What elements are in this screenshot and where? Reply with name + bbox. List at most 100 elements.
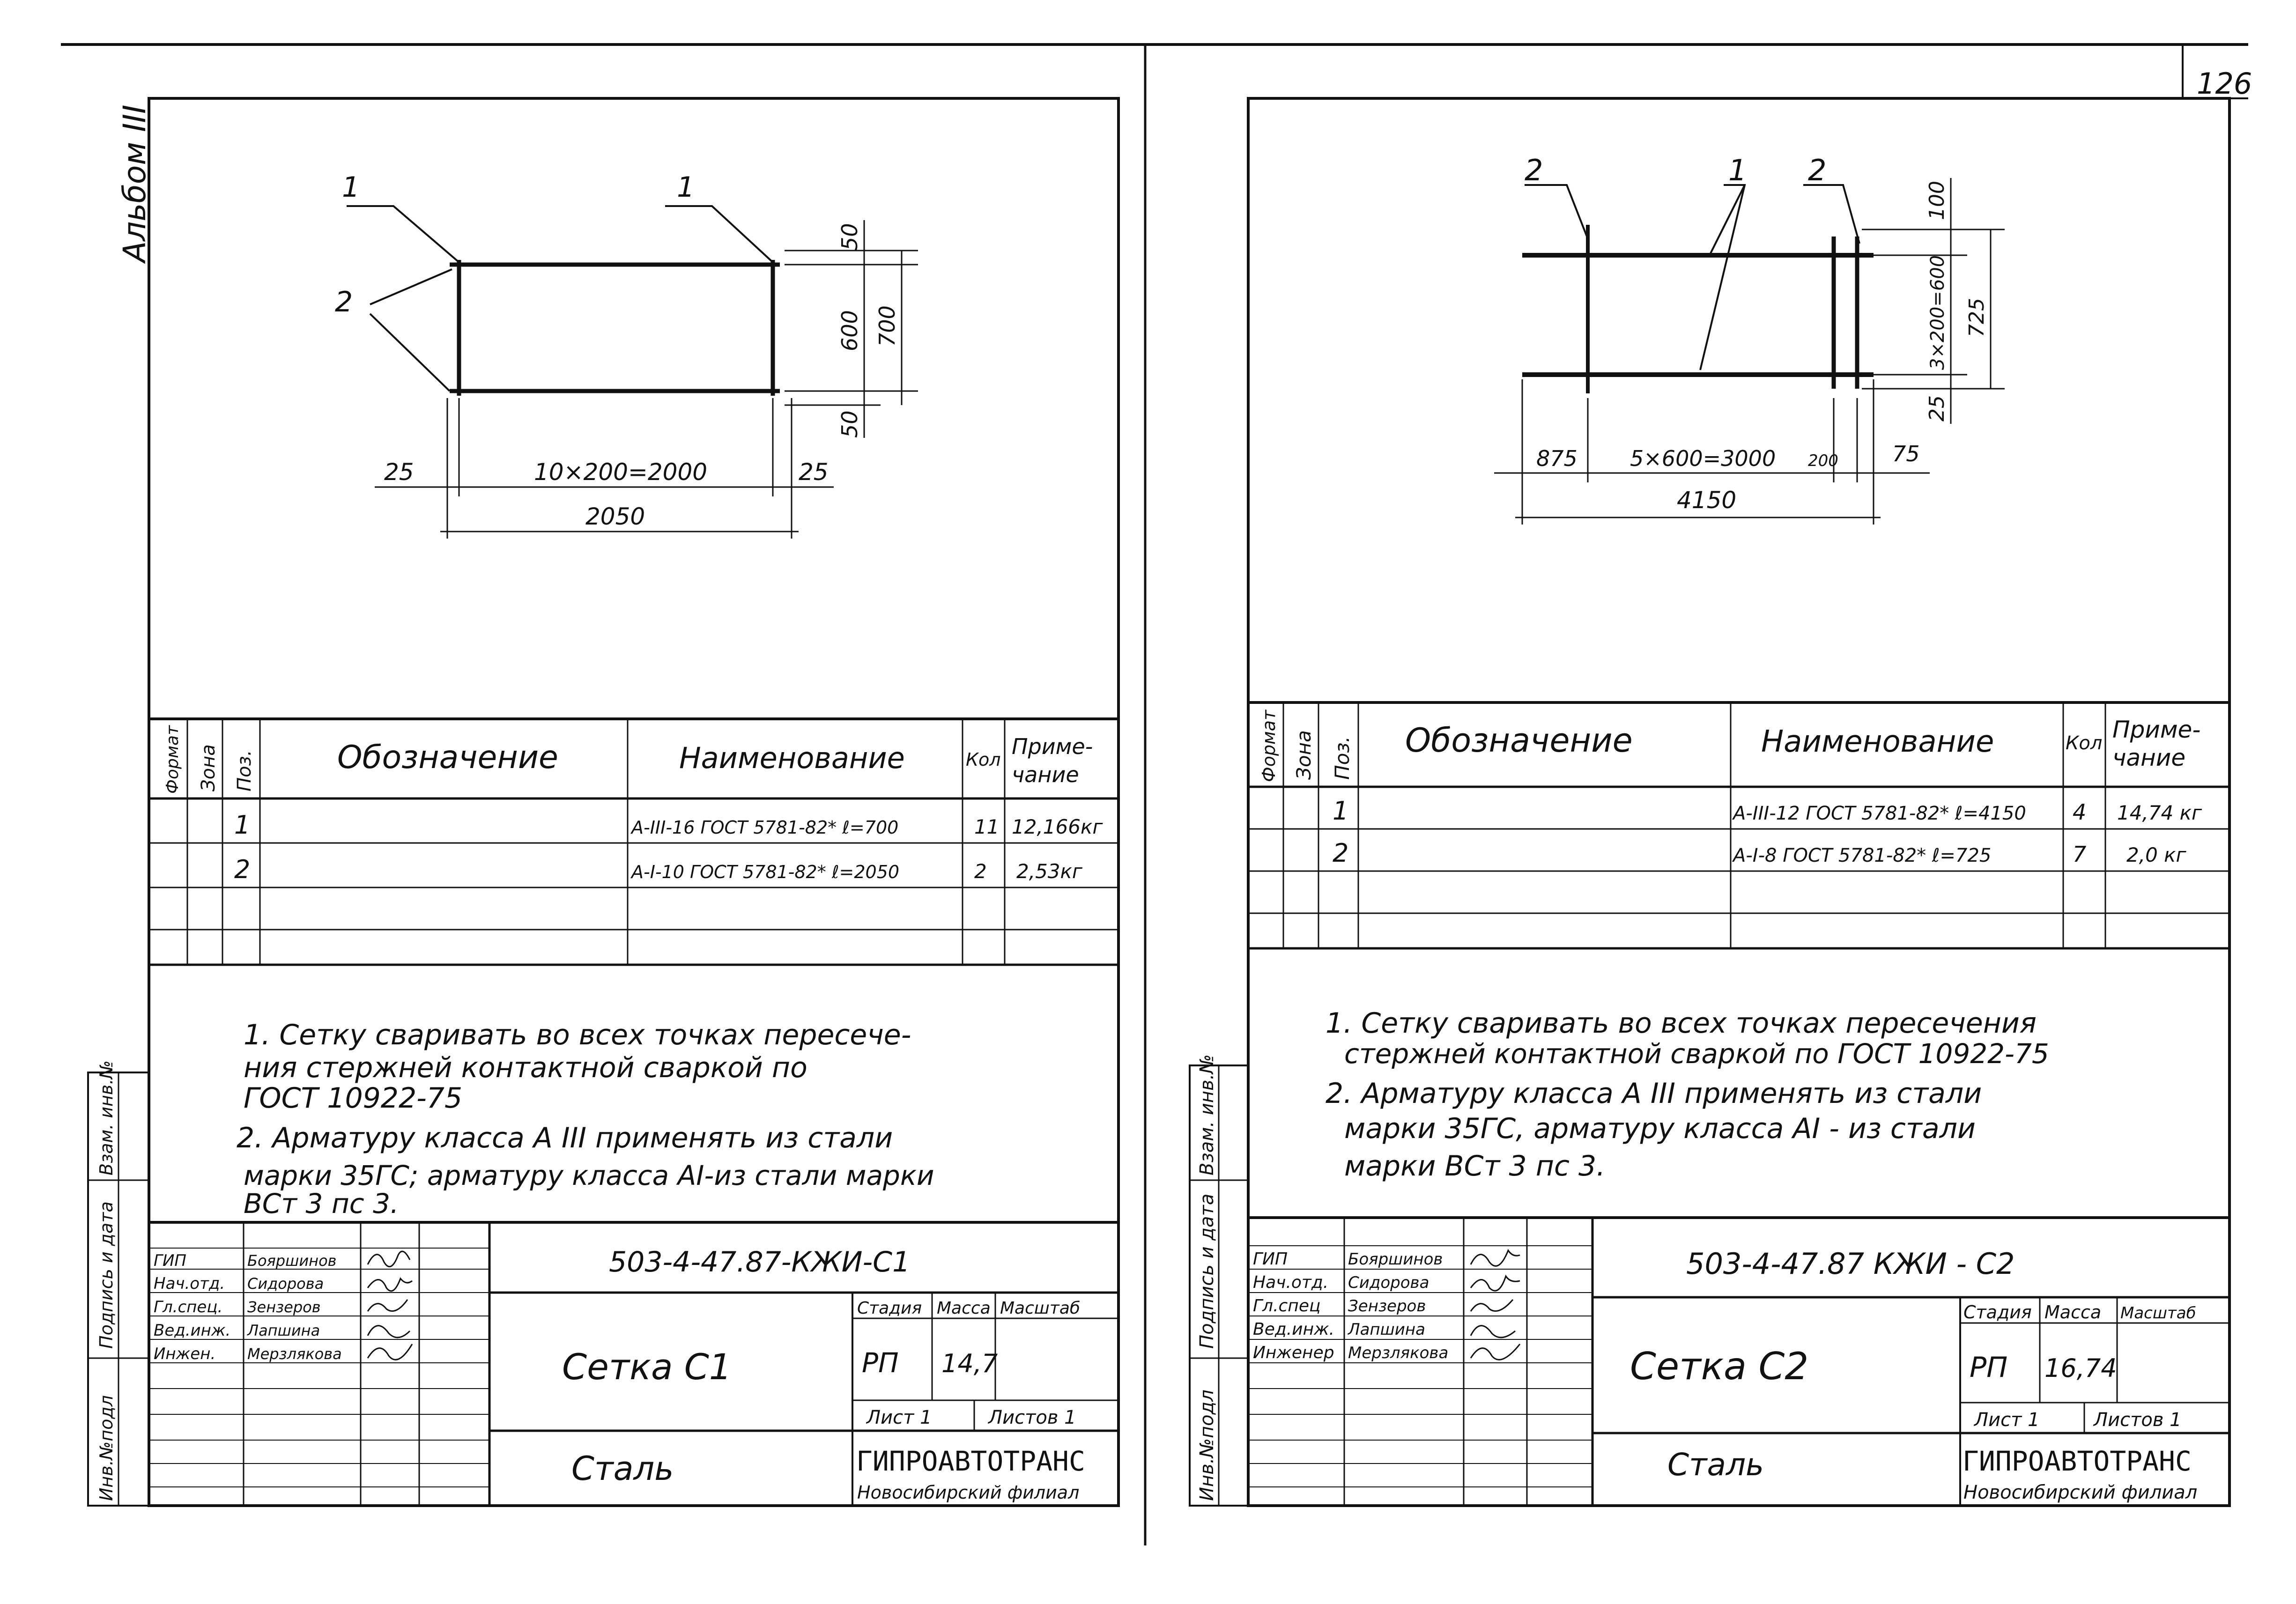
c1-note-line-5: марки 35ГС; арматуру класса АI-из стали …	[244, 1160, 934, 1191]
c2-hdr-designation: Обозначение	[1405, 721, 1633, 760]
c2-name-2: Сидорова	[1348, 1273, 1429, 1292]
sheet-c1-replaces-inv-label: Взам. инв.№	[96, 1060, 117, 1175]
c2-callout-2b: 2	[1808, 153, 1826, 187]
c1-hdr-pos: Поз.	[234, 750, 255, 791]
c2-name-1: Бояршинов	[1348, 1250, 1443, 1269]
c2-hdr-stage: Стадия	[1963, 1302, 2032, 1323]
c2-row2-pos: 2	[1333, 838, 1348, 868]
c1-row1-qty: 11	[974, 815, 999, 838]
c2-role-5: Инженер	[1253, 1343, 1334, 1362]
c1-row2-name: А-I-10 ГОСТ 5781-82* ℓ=2050	[630, 862, 899, 882]
c1-hdr-mass: Масса	[937, 1299, 991, 1318]
c1-dim-left-25: 25	[384, 458, 414, 486]
c2-row2-name: А-I-8 ГОСТ 5781-82* ℓ=725	[1732, 845, 1991, 866]
c2-hdr-mass: Масса	[2044, 1302, 2101, 1323]
sheet-c2-spec-table: Формат Зона Поз. Обозначение Наименовани…	[1248, 701, 2229, 950]
c1-signature-3	[367, 1299, 408, 1312]
c2-row1-name: А-III-12 ГОСТ 5781-82* ℓ=4150	[1732, 803, 2026, 824]
c2-signature-1	[1470, 1249, 1520, 1267]
sheet-c2-replaces-inv-label: Взам. инв.№	[1196, 1054, 1218, 1175]
c1-signature-1	[367, 1250, 411, 1268]
c1-dim-700: 700	[874, 305, 900, 347]
c1-signature-2	[367, 1277, 413, 1292]
c2-signature-3	[1470, 1299, 1514, 1312]
c1-dim-600: 600	[837, 310, 862, 351]
sheet-c2: Инв.№подл Подпись и дата Взам. инв.№ 2 1…	[1189, 97, 2231, 1507]
sheet-c2-inv-no-label: Инв.№подл	[1196, 1390, 1218, 1501]
c2-row1-note: 14,74 кг	[2117, 801, 2202, 824]
c2-hdr-name: Наименование	[1761, 724, 1994, 759]
sheet-c2-mesh-drawing: 2 1 2 100 3×200=600 725 25 875 5×600=300…	[1494, 153, 2005, 525]
sheet-c1-notes: 1. Сетку сваривать во всех точках пересе…	[237, 1019, 934, 1220]
c1-hdr-qty: Кол	[966, 749, 1001, 770]
c1-hdr-note-2: чание	[1012, 762, 1079, 787]
sheet-c2-approval-strip: Инв.№подл Подпись и дата Взам. инв.№	[1189, 1054, 1249, 1507]
c1-hdr-stage: Стадия	[857, 1299, 922, 1318]
album-label: Альбом III	[117, 105, 153, 264]
c1-hdr-note-1: Приме-	[1012, 734, 1093, 759]
c2-org: ГИПРОАВТОТРАНС	[1963, 1445, 2192, 1477]
c2-row1-qty: 4	[2073, 799, 2086, 825]
c1-note-line-1: 1. Сетку сваривать во всех точках пересе…	[244, 1019, 911, 1051]
c1-note-line-2: ния стержней контактной сваркой по	[244, 1051, 807, 1084]
c2-dim-75: 75	[1892, 441, 1920, 466]
c2-stage-value: РП	[1970, 1351, 2007, 1384]
c2-stamp-material: Сталь	[1667, 1447, 1764, 1483]
c2-sheet: Лист 1	[1973, 1409, 2040, 1431]
c1-stamp-code: 503-4-47.87-КЖИ-С1	[609, 1246, 910, 1279]
c1-row2-qty: 2	[974, 860, 987, 883]
c1-row1-note: 12,166кг	[1012, 815, 1103, 838]
c1-dim-top-50: 50	[837, 223, 862, 251]
c2-signature-5	[1470, 1344, 1521, 1360]
sheet-c1: Инв.№подл Подпись и дата Взам. инв.№ 1 1…	[87, 97, 1120, 1507]
c2-sheets: Листов 1	[2093, 1409, 2182, 1431]
c2-note-line-1: 1. Сетку сваривать во всех точках пересе…	[1326, 1007, 2037, 1040]
c2-dim-875: 875	[1536, 446, 1578, 471]
c1-dim-middle: 10×200=2000	[534, 458, 707, 486]
c2-dim-mid: 3×200=600	[1927, 255, 1948, 370]
sheet-c2-frame	[1247, 97, 2231, 1507]
c1-signature-4	[367, 1325, 411, 1338]
c1-callout-1b: 1	[677, 171, 695, 204]
c1-callout-2: 2	[335, 286, 353, 318]
c2-dim-725: 725	[1965, 298, 1989, 337]
c1-org: ГИПРОАВТОТРАНС	[856, 1445, 1085, 1477]
c2-row2-note: 2,0 кг	[2126, 843, 2187, 866]
c1-sheet: Лист 1	[866, 1407, 932, 1428]
sheet-c1-inv-no-label: Инв.№подл	[96, 1395, 117, 1501]
c2-dim-middle: 5×600=3000	[1630, 446, 1776, 471]
c1-hdr-scale: Масштаб	[1000, 1299, 1080, 1318]
c2-note-line-2: стержней контактной сваркой по ГОСТ 1092…	[1344, 1038, 2049, 1070]
c1-name-2: Сидорова	[247, 1275, 324, 1293]
c1-name-1: Бояршинов	[247, 1252, 337, 1270]
c1-stamp-material: Сталь	[571, 1449, 674, 1488]
c2-row2-qty: 7	[2073, 842, 2086, 867]
c1-row1-name: А-III-16 ГОСТ 5781-82* ℓ=700	[630, 817, 898, 838]
c1-role-3: Гл.спец.	[154, 1298, 222, 1316]
c1-role-2: Нач.отд.	[154, 1274, 225, 1293]
c2-role-4: Вед.инж.	[1253, 1320, 1334, 1339]
c2-stamp-title: Сетка С2	[1630, 1345, 1808, 1388]
c1-branch: Новосибирский филиал	[857, 1482, 1079, 1503]
c1-name-4: Лапшина	[247, 1322, 320, 1339]
c1-stamp-title: Сетка С1	[562, 1346, 732, 1388]
c1-hdr-designation: Обозначение	[337, 739, 558, 776]
sheet-c1-mesh-drawing: 1 1 2 50 600 700 50 25 10×200=2000 25 20…	[335, 171, 918, 539]
c2-name-4: Лапшина	[1347, 1320, 1425, 1339]
c1-hdr-zone: Зона	[198, 744, 219, 791]
c1-dim-overall: 2050	[585, 503, 645, 530]
c1-callout-1a: 1	[342, 171, 360, 204]
c2-hdr-note-1: Приме-	[2112, 716, 2200, 743]
c1-row1-pos: 1	[234, 810, 250, 840]
c2-note-line-5: марки ВСт 3 пс 3.	[1344, 1150, 1605, 1183]
c1-hdr-name: Наименование	[679, 741, 905, 775]
c2-callout-2a: 2	[1525, 153, 1543, 187]
c2-note-line-4: марки 35ГС, арматуру класса АI - из стал…	[1344, 1112, 1976, 1145]
sheet-c1-stamp: ГИП Бояршинов Нач.отд. Сидорова Гл.спец.…	[149, 1221, 1118, 1506]
c2-hdr-pos: Поз.	[1331, 736, 1354, 780]
c1-role-4: Вед.инж.	[154, 1321, 230, 1340]
c2-row1-pos: 1	[1333, 796, 1348, 826]
sheet-c1-signature-date-label: Подпись и дата	[96, 1201, 117, 1349]
c2-stamp-code: 503-4-47.87 КЖИ - С2	[1686, 1247, 2015, 1281]
